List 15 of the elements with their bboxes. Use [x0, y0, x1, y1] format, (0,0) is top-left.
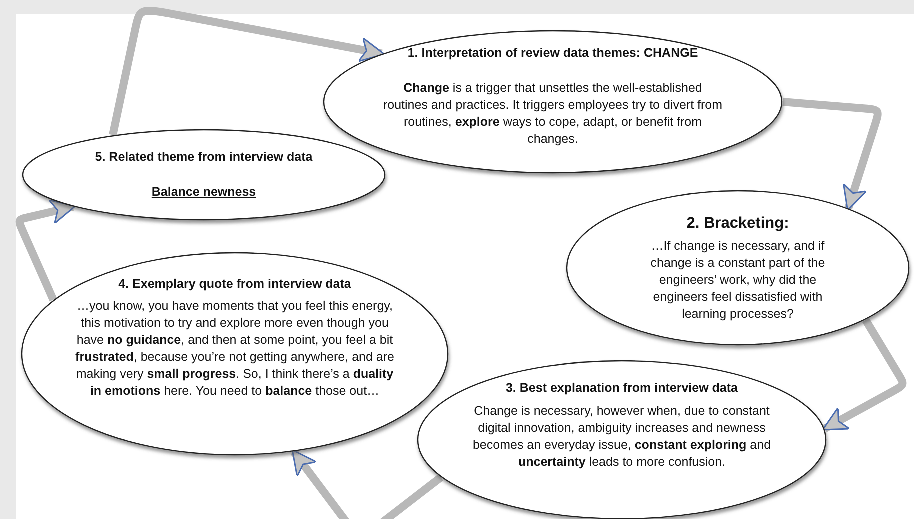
theme-text: Balance newness	[150, 184, 258, 201]
ellipse-heading: 2. Bracketing:	[686, 215, 790, 232]
body-text: Change is necessary, however when, due to constant digital innovation, ambiguity increases and newness becomes an everyday issue, constant exploring and uncertainty leads to more confusion.	[472, 403, 772, 471]
curved-arrow	[782, 98, 882, 212]
body-text: Change is a trigger that unsettles the well-established routines and practices. It triggers employees try to divert from routines, explore ways to cope, adapt, or benefit from changes.	[383, 80, 723, 148]
ellipse-heading: 3. Best explanation from interview data	[504, 380, 739, 397]
ellipse-heading: 1. Interpretation of review data themes: CHANGE	[406, 45, 700, 62]
curved-arrow	[822, 318, 907, 432]
curved-arrow	[109, 7, 386, 136]
body-text: …If change is necessary, and if change is a constant part of the engineers’ work, why did the engineers feel dissatisfied with learning processes?	[650, 238, 826, 323]
ellipse-heading: 4. Exemplary quote from interview data	[118, 276, 352, 293]
curved-arrow	[290, 449, 444, 519]
ellipse-heading: 5. Related theme from interview data	[94, 149, 314, 166]
curved-arrow	[16, 200, 76, 302]
body-text: …you know, you have moments that you feel this energy, this motivation to try and explore more even though you have no guidance, and then at some point, you feel a bit frustrated, because you’re not getting anywhere, and are making very small progress. So, I think there’s a duality in emotions here. You need to balance those out…	[74, 298, 396, 400]
